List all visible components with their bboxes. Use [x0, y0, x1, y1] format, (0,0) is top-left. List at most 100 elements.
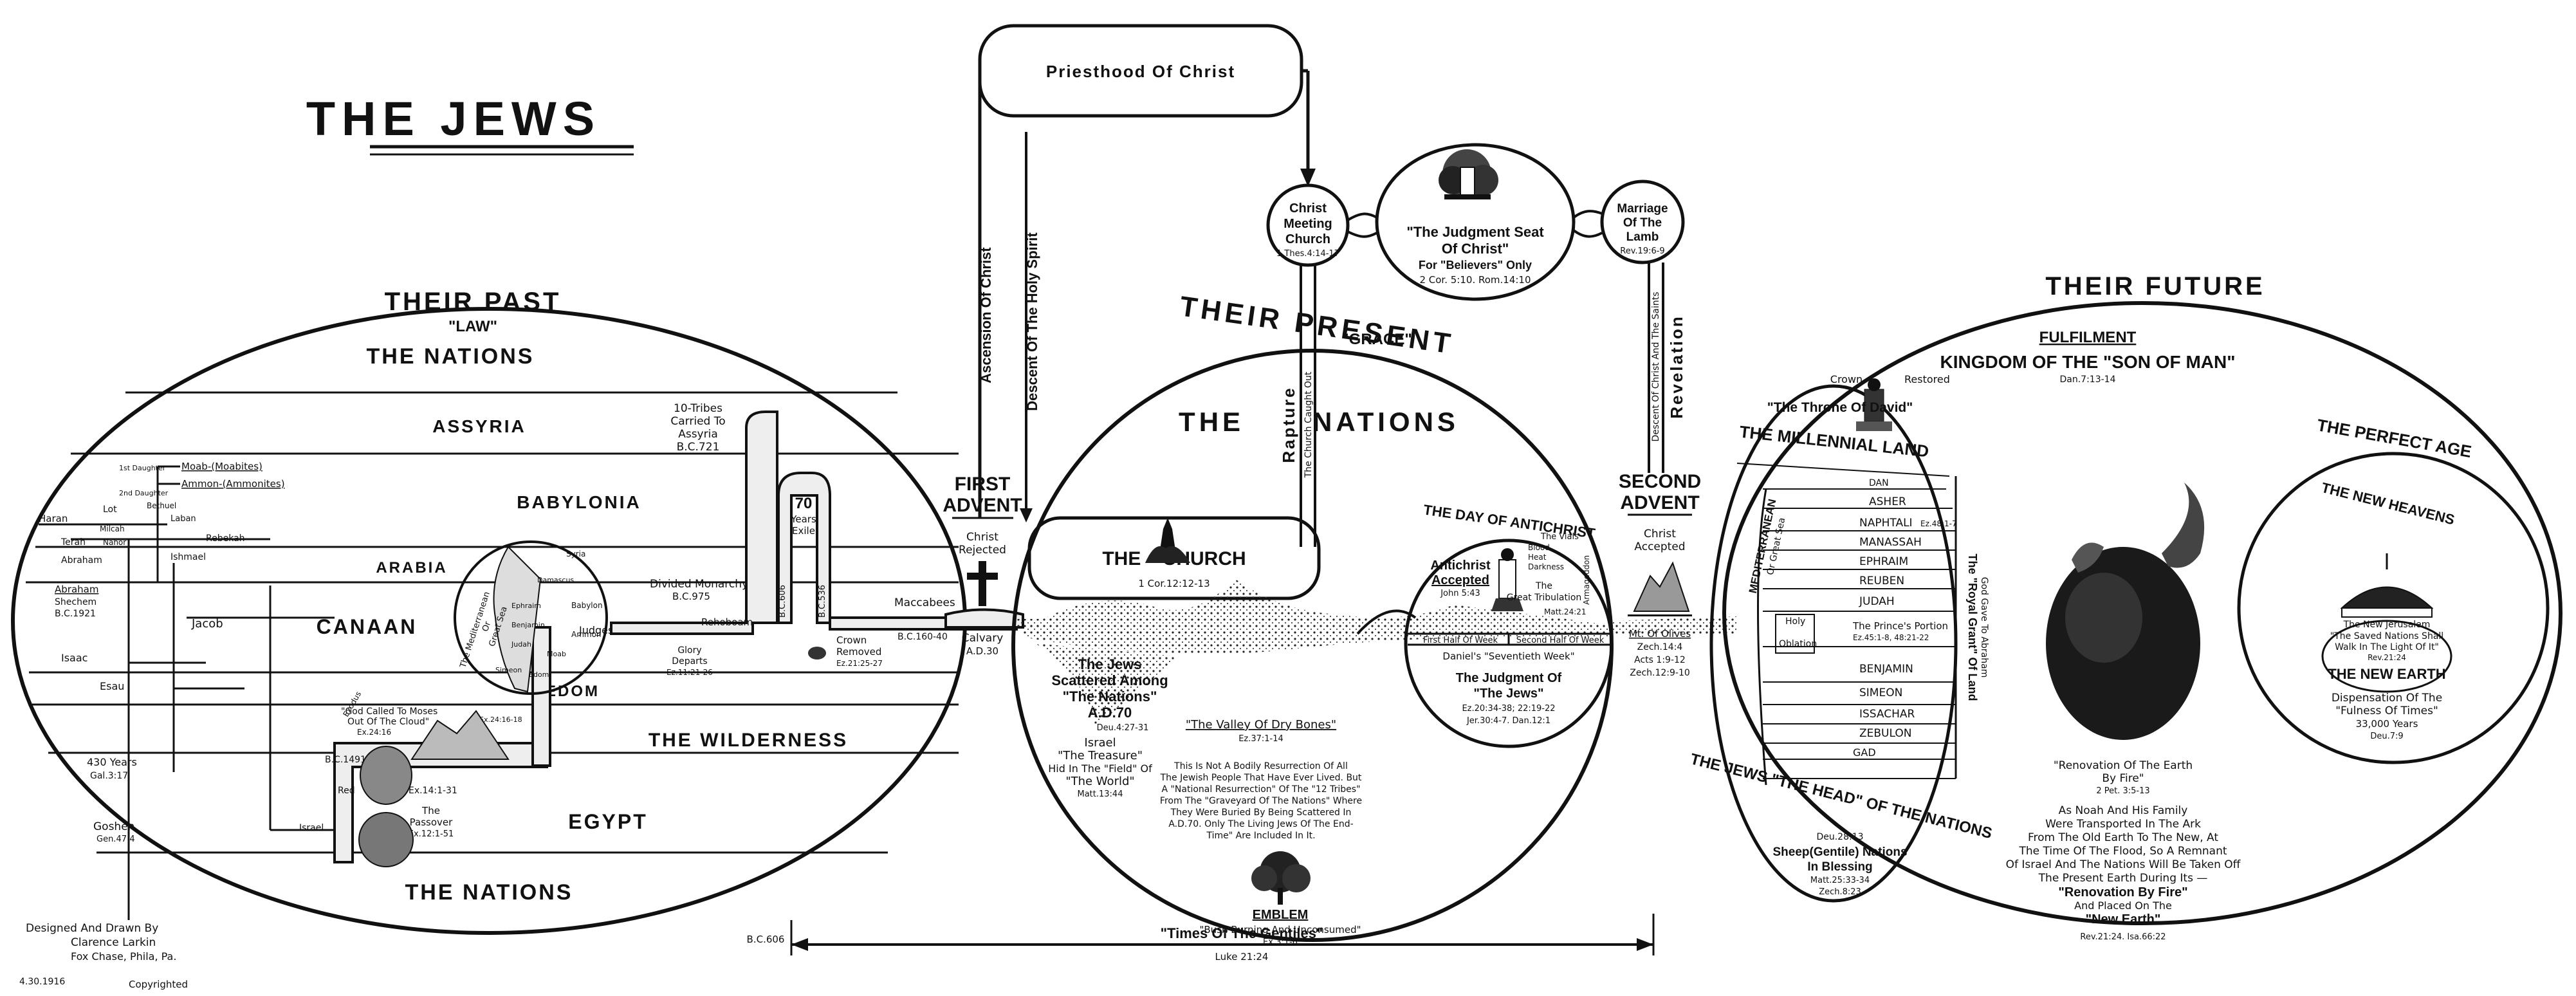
marriage-line-1: Marriage — [1617, 202, 1668, 216]
goshen-1: Goshen — [93, 820, 134, 833]
marriage-ref: Rev.19:6-9 — [1620, 246, 1664, 256]
bc536-vertical: B.C.536 — [818, 585, 827, 618]
credit-block: Designed And Drawn By Clarence Larkin Fo… — [19, 922, 188, 990]
map-damascus: Damascus — [537, 576, 574, 584]
daughter1-label: 1st Daughter — [119, 464, 166, 472]
tribe-issachar: Issachar — [1859, 708, 1915, 721]
map-judah: Judah — [511, 640, 531, 649]
emblem-label: Emblem — [1253, 908, 1309, 922]
goshen-2: Gen.47:4 — [97, 835, 135, 844]
descent-saints-label: Descent Of Christ And The Saints — [1651, 291, 1661, 441]
noah-line-4: The Time Of The Flood, So A Remnant — [2018, 845, 2227, 858]
map-moab: Moab — [547, 650, 566, 658]
first-advent-2: Advent — [943, 495, 1022, 516]
canaan-column — [531, 626, 551, 767]
luke-ref: Luke 21:24 — [1215, 951, 1269, 963]
return-arrow-curve — [1356, 609, 1417, 635]
milcah-label: Milcah — [100, 524, 125, 533]
sheep-2: In Blessing — [1807, 860, 1872, 874]
new-jerusalem-illustration — [2340, 553, 2434, 618]
moab-label: Moab-(Moabites) — [181, 461, 262, 472]
second-advent-1: Second — [1619, 471, 1701, 492]
future-heading: Their Future — [2045, 272, 2265, 300]
jacob-label: Jacob — [191, 617, 223, 631]
lot-label: Lot — [103, 504, 117, 515]
moses-2: Out Of The Cloud" — [347, 717, 429, 727]
throne-illustration — [1856, 378, 1892, 431]
seventy-2: Years — [790, 513, 816, 525]
priesthood-label: Priesthood Of Christ — [1046, 62, 1235, 81]
church-building-illustration — [1145, 518, 1190, 563]
daughter2-label: 2nd Daughter — [119, 489, 169, 497]
terah-label: Terah — [60, 537, 86, 548]
past-subheading: "Law" — [448, 318, 497, 335]
resurrection-line-1: This Is Not A Bodily Resurrection Of All — [1173, 761, 1348, 771]
church-caught-out-label: The Church Caught Out — [1303, 371, 1314, 478]
passover-3: Ex.12:1-51 — [409, 829, 454, 839]
throne-label: "The Throne Of David" — [1767, 400, 1913, 415]
christ-meeting-line-3: Church — [1285, 232, 1330, 246]
dispensation-4: Deu.7:9 — [2370, 732, 2403, 741]
marriage-line-2: Of The — [1623, 216, 1662, 230]
bottom-bc606: B.C.606 — [747, 934, 785, 945]
church-ref: 1 Cor.12:12-13 — [1138, 578, 1210, 589]
judgment-seat-illustration — [1439, 149, 1498, 199]
second-advent: Second Advent Christ Accepted Mt. Of Oli… — [1619, 471, 1701, 678]
sea-label-2: Or — [481, 620, 493, 633]
abraham-shechem-3: B.C.1921 — [55, 609, 96, 619]
years430-2: Gal.3:17 — [90, 771, 128, 781]
holy-oblation-square — [1775, 614, 1815, 654]
ten-tribes-1: 10-Tribes — [674, 402, 722, 415]
bc606-vertical: B.C.606 — [778, 585, 787, 618]
tribe-bands — [1736, 463, 1957, 786]
great-trib-2: Great Tribulation — [1507, 593, 1582, 603]
judges-label: Judges — [578, 624, 613, 636]
haran-label: Haran — [39, 513, 68, 524]
olives-4: Zech.12:9-10 — [1630, 668, 1690, 678]
credit-date: 4.30.1916 — [19, 977, 65, 987]
judgment-seat-bubble: "The Judgment Seat Of Christ" For "Belie… — [1375, 143, 1576, 301]
glory-3: Ez.11:21-26 — [667, 668, 713, 677]
credit-line-4: Copyrighted — [129, 979, 188, 990]
glory-1: Glory — [677, 645, 701, 656]
moses-3: Ex.24:16 — [357, 728, 391, 737]
judgment-seat-line-1: "The Judgment Seat — [1406, 224, 1544, 240]
new-jerusalem-4: Rev.21:24 — [2368, 653, 2406, 662]
credit-line-1: Designed And Drawn By — [26, 922, 158, 935]
jews-scattered-2: Scattered Among — [1051, 672, 1168, 688]
judgment-jews-2: "The Jews" — [1473, 687, 1543, 701]
perfect-age-circle — [2237, 452, 2550, 764]
sheep-1: Sheep(Gentile) Nations — [1772, 845, 1907, 859]
laban-label: Laban — [170, 514, 196, 524]
crown-2: Removed — [836, 646, 881, 658]
israel-treasure-2: "The Treasure" — [1058, 749, 1143, 762]
christ-rejected-2: Rejected — [959, 544, 1006, 557]
naphtali-ref: Ez.48:1-7 — [1920, 519, 1957, 528]
olives-3: Acts 1:9-12 — [1634, 655, 1686, 665]
tribe-judah: Judah — [1859, 595, 1895, 608]
ascension-label: Ascension Of Christ — [978, 247, 994, 383]
tribe-ephraim: Ephraim — [1859, 555, 1908, 568]
holy-2: Oblation — [1779, 639, 1817, 649]
abraham-shechem-1: Abraham — [55, 584, 98, 595]
fulfilment-label: Fulfilment — [2039, 329, 2137, 346]
babylon-exile-path — [777, 472, 831, 624]
map-ammon: Ammon — [571, 630, 602, 639]
maccabees-label: Maccabees — [894, 596, 955, 609]
tribe-dan: Dan — [1869, 478, 1889, 488]
resurrection-line-6: A.D.70. Only The Living Jews Of The End- — [1168, 819, 1353, 829]
royal-grant-2: God Gave To Abraham — [1979, 577, 1989, 678]
map-benjamin: Benjamin — [511, 621, 545, 629]
revelation-label: Revelation — [1667, 315, 1686, 419]
dan-ref: Dan.7:13-14 — [2060, 374, 2116, 385]
return-arrow — [1300, 169, 1316, 187]
calvary-hill — [944, 608, 1024, 629]
priesthood-box: Priesthood Of Christ — [978, 24, 1303, 118]
divided-1: Divided Monarchy — [650, 578, 748, 591]
crown-1: Crown — [836, 634, 867, 646]
new-jerusalem-2: "The Saved Nations Shall — [2330, 631, 2443, 641]
wilderness-label: The Wilderness — [649, 730, 848, 751]
times-gentiles-label: "Times Of The Gentiles" — [1161, 925, 1323, 941]
noah-line-8: And Placed On The — [2074, 899, 2172, 912]
